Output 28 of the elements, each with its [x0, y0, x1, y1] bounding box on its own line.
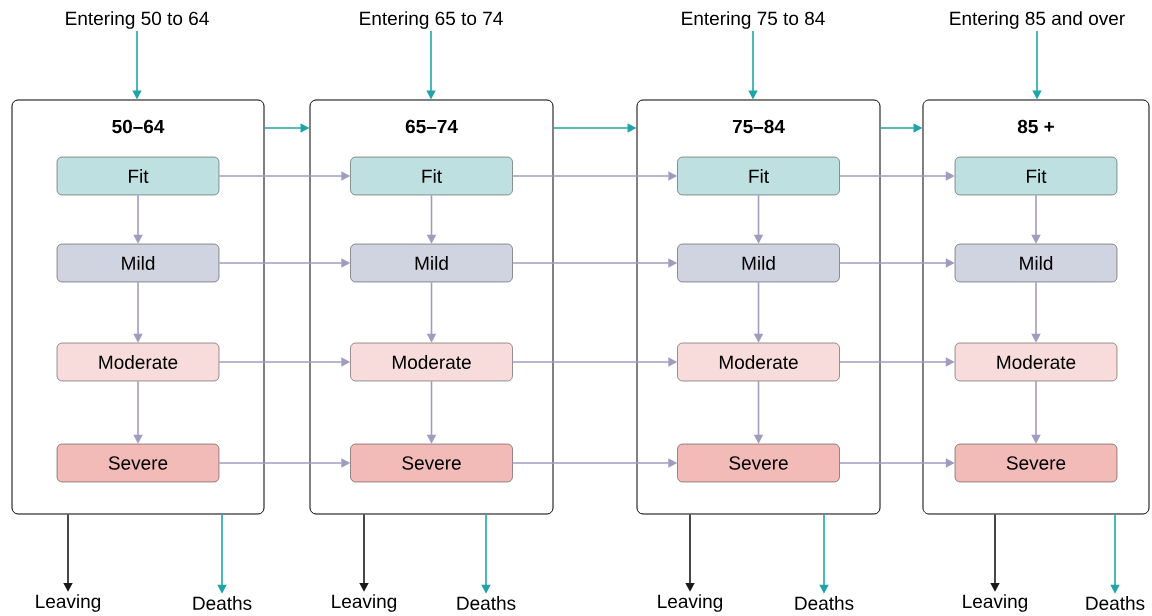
- state-box: Fit: [954, 156, 1118, 196]
- state-box: Severe: [56, 443, 220, 483]
- entry-label: Entering 50 to 64: [66, 11, 209, 29]
- exit-label: Deaths: [795, 596, 854, 610]
- exit-label: Deaths: [457, 596, 516, 610]
- state-box: Severe: [350, 443, 513, 483]
- state-box: Fit: [677, 156, 840, 196]
- exit-label: Leaving: [36, 594, 101, 612]
- entry-label: Entering 85 and over: [950, 11, 1125, 29]
- state-box: Moderate: [56, 342, 220, 382]
- entry-label: Entering 75 to 84: [682, 11, 825, 29]
- exit-label: Leaving: [658, 594, 723, 612]
- state-box: Moderate: [350, 342, 513, 382]
- state-box: Fit: [56, 156, 220, 196]
- exit-label: Leaving: [963, 594, 1028, 612]
- state-box: Mild: [350, 243, 513, 283]
- state-box: Moderate: [677, 342, 840, 382]
- state-box: Moderate: [954, 342, 1118, 382]
- exit-label: Leaving: [332, 594, 397, 612]
- state-box: Fit: [350, 156, 513, 196]
- state-box: Mild: [56, 243, 220, 283]
- state-box: Severe: [677, 443, 840, 483]
- state-box: Mild: [954, 243, 1118, 283]
- state-box: Mild: [677, 243, 840, 283]
- exit-label: Deaths: [1086, 596, 1145, 610]
- entry-label: Entering 65 to 74: [360, 11, 503, 29]
- state-box: Severe: [954, 443, 1118, 483]
- exit-label: Deaths: [193, 596, 252, 610]
